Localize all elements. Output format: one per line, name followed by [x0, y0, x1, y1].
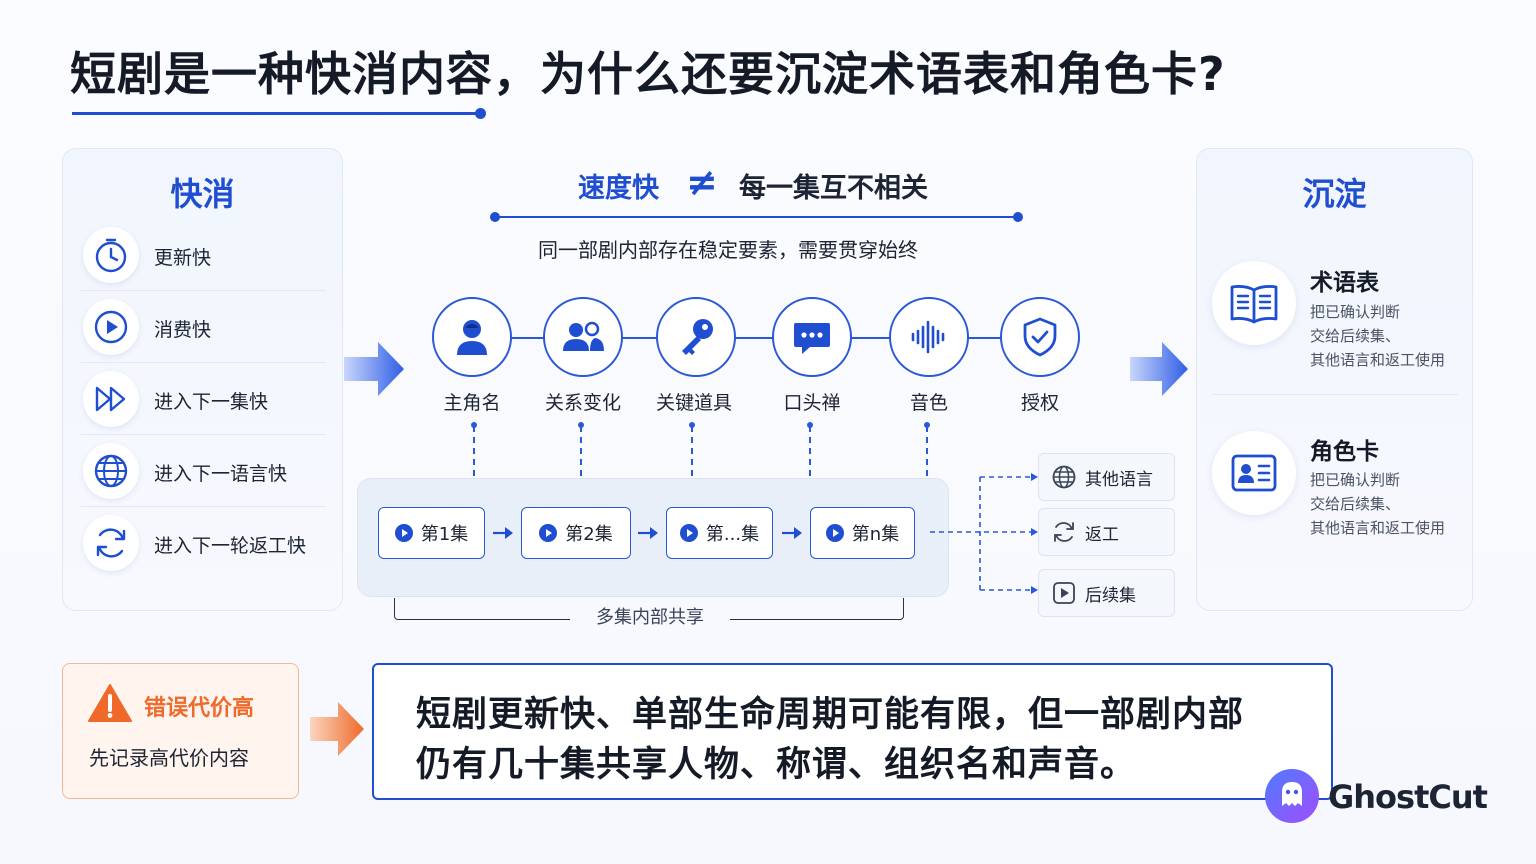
- fast-forward-icon: [83, 371, 139, 427]
- branch-connector: [930, 473, 1038, 594]
- left-item-next-language: 进入下一语言快: [81, 435, 326, 507]
- warning-subtitle: 先记录高代价内容: [89, 746, 249, 770]
- play-circle-icon: [83, 299, 139, 355]
- destination-label: 返工: [1085, 524, 1119, 545]
- element-label: 主角名: [443, 392, 501, 414]
- left-item-next-episode: 进入下一集快: [81, 363, 326, 435]
- divider: [81, 290, 326, 291]
- header-line: [494, 216, 1018, 218]
- warning-triangle-icon: [88, 684, 132, 722]
- dashed-connector: [689, 422, 695, 476]
- stable-elements-note: 同一部剧内部存在稳定要素，需要贯穿始终: [538, 238, 918, 262]
- divider: [1212, 394, 1458, 395]
- conclusion-line-2: 仍有几十集共享人物、称谓、组织名和声音。: [416, 745, 1137, 785]
- episode-label: 第...集: [705, 524, 760, 545]
- left-item-update: 更新快: [81, 219, 326, 291]
- episode-card: 第1集: [378, 507, 485, 559]
- dashed-connector: [807, 422, 813, 476]
- character-card-desc: 把已确认判断 交给后续集、 其他语言和返工使用: [1310, 471, 1446, 537]
- play-square-icon: [1053, 582, 1075, 604]
- destination-label: 其他语言: [1085, 469, 1153, 490]
- left-item-consume: 消费快: [81, 291, 326, 363]
- flow-arrow-right: [1130, 342, 1188, 396]
- precipitation-title: 沉淀: [1302, 175, 1367, 213]
- divider: [81, 362, 326, 363]
- left-item-label: 进入下一语言快: [154, 463, 288, 485]
- book-icon: [1212, 261, 1296, 345]
- dashed-connector: [471, 422, 477, 476]
- element-label: 口头禅: [783, 392, 841, 414]
- arrow-right-icon: [493, 527, 513, 539]
- header-line-dot: [1013, 212, 1023, 222]
- episode-label: 第2集: [565, 524, 613, 545]
- id-card-icon: [1212, 431, 1296, 515]
- people-icon: [543, 297, 623, 377]
- divider: [81, 506, 326, 507]
- play-icon: [539, 524, 558, 542]
- episode-label: 第n集: [851, 524, 900, 545]
- play-icon: [679, 524, 698, 542]
- brand-name: GhostCut: [1328, 778, 1488, 816]
- flow-arrow-left: [344, 342, 404, 396]
- left-item-next-rework: 进入下一轮返工快: [81, 507, 326, 579]
- destination-later-episodes: 后续集: [1038, 569, 1175, 617]
- episode-card: 第2集: [521, 507, 631, 559]
- refresh-icon: [83, 515, 139, 571]
- glossary-title: 术语表: [1310, 270, 1379, 296]
- destination-other-languages: 其他语言: [1038, 453, 1175, 501]
- arrow-right-icon: [638, 527, 658, 539]
- title-underline: [72, 112, 480, 115]
- elements-connector-line: [470, 337, 1040, 339]
- sound-wave-icon: [889, 297, 969, 377]
- dashed-connector: [924, 422, 930, 476]
- play-icon: [394, 524, 413, 542]
- element-label: 关键道具: [655, 392, 732, 414]
- conclusion-box: [372, 663, 1333, 800]
- glossary-desc: 把已确认判断 交给后续集、 其他语言和返工使用: [1310, 303, 1446, 369]
- speech-bubble-icon: [772, 297, 852, 377]
- speed-fast-label: 速度快: [578, 173, 659, 204]
- divider: [81, 434, 326, 435]
- shared-across-episodes-label: 多集内部共享: [570, 603, 730, 629]
- fast-consumption-title: 快消: [170, 175, 235, 213]
- header-line-dot: [490, 212, 500, 222]
- not-equal-symbol: ≠: [686, 160, 718, 204]
- episode-card: 第...集: [666, 507, 773, 559]
- element-label: 音色: [909, 392, 948, 414]
- element-label: 授权: [1020, 392, 1059, 414]
- left-item-label: 消费快: [154, 319, 212, 341]
- conclusion-line-1: 短剧更新快、单部生命周期可能有限，但一部剧内部: [416, 695, 1245, 735]
- episodes-unrelated-label: 每一集互不相关: [739, 173, 928, 204]
- episode-card: 第n集: [810, 507, 915, 559]
- dashed-connector: [578, 422, 584, 476]
- key-icon: [656, 297, 736, 377]
- arrow-right-icon: [782, 527, 802, 539]
- character-card-title: 角色卡: [1310, 439, 1379, 465]
- left-item-label: 更新快: [154, 247, 212, 269]
- title-underline-dot: [475, 108, 486, 119]
- high-error-cost-box: [62, 663, 299, 799]
- page-title: 短剧是一种快消内容，为什么还要沉淀术语表和角色卡?: [70, 47, 1226, 101]
- warning-title: 错误代价高: [144, 696, 255, 721]
- stopwatch-icon: [83, 227, 139, 283]
- left-item-label: 进入下一轮返工快: [154, 535, 307, 557]
- destination-label: 后续集: [1085, 585, 1136, 606]
- precipitation-panel: 沉淀: [1196, 148, 1473, 611]
- refresh-icon: [1054, 522, 1074, 542]
- globe-icon: [1052, 465, 1076, 489]
- episode-label: 第1集: [420, 524, 469, 545]
- orange-arrow: [310, 702, 364, 756]
- left-item-label: 进入下一集快: [154, 391, 269, 413]
- play-icon: [825, 524, 844, 542]
- destination-rework: 返工: [1038, 508, 1175, 556]
- globe-icon: [83, 443, 139, 499]
- shield-check-icon: [1000, 297, 1080, 377]
- person-icon: [432, 297, 512, 377]
- ghost-logo-icon: [1265, 769, 1319, 823]
- fast-consumption-panel: 快消 更新快 消费快 进入下一集快 进入下一语言快 进入下一轮返工快: [62, 148, 343, 611]
- element-label: 关系变化: [544, 392, 621, 414]
